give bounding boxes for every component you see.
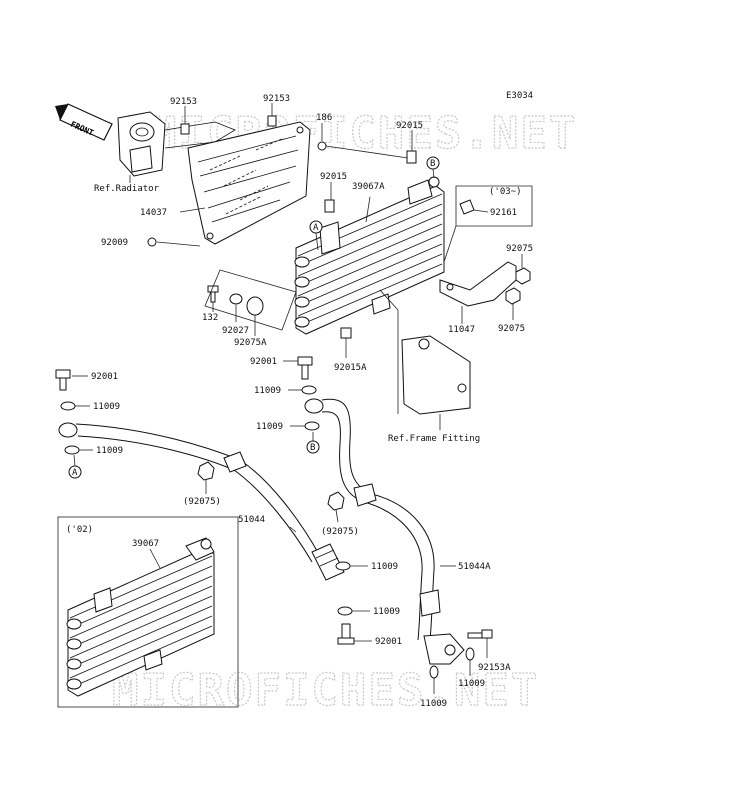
- label-92009: 92009: [101, 238, 128, 248]
- label-92015-a: 92015: [396, 121, 423, 131]
- nut-92075-a: [515, 267, 531, 285]
- label-39067A: 39067A: [352, 182, 385, 192]
- label-92015-b: 92015: [320, 172, 347, 182]
- banjo-bolt-92001-left: [55, 369, 71, 391]
- label-11009-d: 11009: [96, 446, 123, 456]
- banjo-bolt-92001-lower: [337, 623, 355, 645]
- washer-11009-a: [301, 385, 317, 395]
- washer-11009-d: [64, 445, 80, 455]
- nut-92075-b: [505, 287, 521, 305]
- grommet-92075A: [246, 296, 264, 316]
- label-11009-a: 11009: [254, 386, 281, 396]
- washer-11009-b: [304, 421, 320, 431]
- label-51044A: 51044A: [458, 562, 491, 572]
- label-39067: 39067: [132, 539, 159, 549]
- label-92161: 92161: [490, 208, 517, 218]
- clip-92015-b: [324, 199, 335, 213]
- washer-11009-g: [465, 647, 475, 661]
- radiator-ref-part: [117, 111, 236, 177]
- label-11047: 11047: [448, 325, 475, 335]
- label-51044: 51044: [238, 515, 265, 525]
- bolt-92153-a: [180, 106, 190, 135]
- hose-51044A: [304, 398, 465, 665]
- callout-A-lower: A: [68, 454, 82, 479]
- label-132: 132: [202, 313, 218, 323]
- inset-label: ('02): [66, 525, 93, 535]
- callout-B-lower: B: [306, 432, 320, 454]
- svg-text:A: A: [72, 468, 78, 478]
- label-92027: 92027: [222, 326, 249, 336]
- clip-92015-a: [406, 150, 417, 164]
- label-92075-a: 92075: [506, 244, 533, 254]
- label-92015A: 92015A: [334, 363, 367, 373]
- ref-frame-fitting-label: Ref.Frame Fitting: [388, 434, 480, 444]
- clamp-92075-d: [327, 491, 345, 511]
- washer-11009-e: [335, 561, 351, 571]
- oil-cooler-39067: [66, 537, 215, 697]
- callout-A-top: A: [309, 220, 323, 251]
- label-11009-e: 11009: [371, 562, 398, 572]
- collar-92027: [229, 293, 243, 305]
- bolt-92153-b: [267, 103, 277, 127]
- label-92001-a: 92001: [250, 357, 277, 367]
- svg-text:A: A: [313, 223, 319, 233]
- oil-cooler-screen: [187, 121, 311, 245]
- bolt-92009: [147, 237, 201, 247]
- oil-cooler-39067A: [294, 176, 445, 335]
- label-11009-c: 11009: [93, 402, 120, 412]
- inset-02-box: ('02) 39067: [57, 516, 239, 708]
- hose-51044: [58, 422, 345, 581]
- label-11009-b: 11009: [256, 422, 283, 432]
- ref-radiator-label: Ref.Radiator: [94, 184, 160, 194]
- label-92153-a: 92153: [170, 97, 197, 107]
- label-92075A: 92075A: [234, 338, 267, 348]
- label-11009-f: 11009: [373, 607, 400, 617]
- label-92001-left: 92001: [91, 372, 118, 382]
- collar-186: [317, 141, 327, 151]
- washer-11009-f: [337, 606, 353, 616]
- frame-fitting-ref-part: [401, 335, 471, 415]
- label-92153A: 92153A: [478, 663, 511, 673]
- bolt-92153A: [467, 629, 493, 639]
- label-11009-g: 11009: [458, 679, 485, 689]
- svg-text:B: B: [310, 443, 315, 453]
- watermark-bottom: MICROFICHES.NET: [112, 665, 539, 716]
- bracket-note-label: ('03~): [489, 187, 522, 197]
- svg-text:B: B: [430, 159, 435, 169]
- bracket-note-box: ('03~) 92161: [443, 185, 533, 263]
- label-186: 186: [316, 113, 332, 123]
- drawing-code: E3034: [506, 91, 533, 101]
- label-92001-b: 92001: [375, 637, 402, 647]
- bolt-132: [207, 285, 219, 303]
- clip-92015A: [340, 327, 352, 339]
- front-arrow-icon: FRONT: [55, 103, 113, 141]
- label-92075-b: 92075: [498, 324, 525, 334]
- banjo-bolt-92001-upper: [297, 356, 313, 380]
- washer-11009-c: [60, 401, 76, 411]
- label-92075-c: (92075): [183, 497, 221, 507]
- label-11009-h: 11009: [420, 699, 447, 709]
- label-92075-d: (92075): [321, 527, 359, 537]
- callout-B-top: B: [426, 156, 440, 179]
- label-14037: 14037: [140, 208, 167, 218]
- clamp-92075-c: [197, 461, 215, 481]
- label-92153-b: 92153: [263, 94, 290, 104]
- washer-11009-h: [429, 665, 439, 679]
- bracket-11047: [439, 261, 517, 307]
